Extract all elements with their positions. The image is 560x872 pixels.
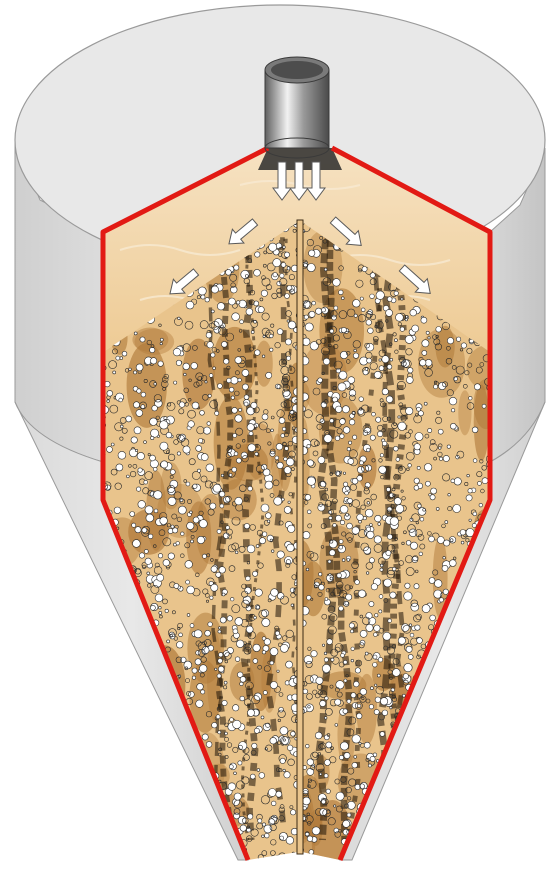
center-partition [297, 220, 303, 854]
inlet-pipe [265, 57, 329, 158]
